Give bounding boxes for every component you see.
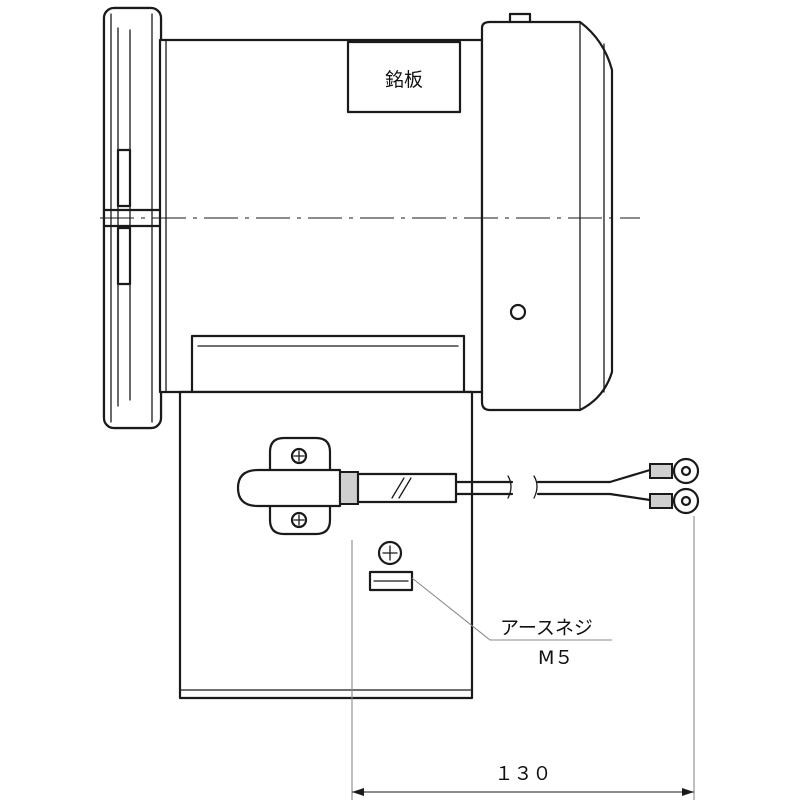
gland-nut [339, 471, 359, 505]
nameplate-frame [346, 40, 462, 114]
ring-terminals [649, 457, 700, 515]
ground-screw-leader: アースネジ M５ [411, 577, 612, 669]
terminal-box [178, 390, 474, 700]
end-cover-shell [480, 20, 614, 412]
cover-bolt [509, 303, 527, 321]
dimension-value: １３０ [494, 763, 551, 785]
end-cover [480, 12, 614, 412]
ground-screw-size: M５ [538, 647, 573, 669]
flange-tab-lower [116, 226, 132, 286]
flange-tab-upper [116, 148, 132, 208]
ground-screw [368, 540, 414, 592]
cable [236, 468, 652, 508]
cable-sheath [356, 472, 458, 504]
dimension-130: １３０ [351, 516, 695, 800]
nameplate: 銘板 [346, 40, 462, 114]
terminal-box-top [190, 334, 466, 394]
ground-screw-label: アースネジ [500, 617, 593, 639]
nameplate-label: 銘板 [385, 69, 423, 91]
terminal-box-body [178, 390, 474, 700]
cable-gland [236, 468, 342, 508]
ring-terminal-sleeve-bottom [649, 493, 673, 509]
ring-terminal-sleeve-top [649, 463, 673, 479]
